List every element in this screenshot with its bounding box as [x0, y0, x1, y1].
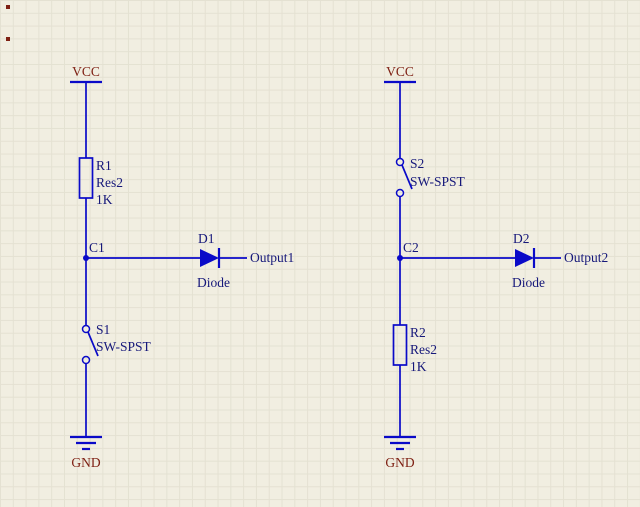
- ground-port-gnd[interactable]: GND: [384, 435, 416, 470]
- diode-d1[interactable]: D1 Diode: [197, 231, 230, 290]
- gnd-label: GND: [385, 455, 414, 470]
- diode-ref: D1: [198, 231, 215, 246]
- power-port-vcc[interactable]: VCC: [384, 64, 416, 84]
- switch-s2[interactable]: S2 SW-SPST: [395, 156, 466, 198]
- resistor-ref: R1: [96, 158, 112, 173]
- switch-blade-icon: [87, 331, 99, 357]
- sheet-marker-icon: [6, 5, 10, 9]
- net-label-output2[interactable]: Output2: [564, 250, 608, 265]
- resistor-r2[interactable]: R2 Res2 1K: [392, 324, 438, 374]
- diode-triangle-icon: [200, 249, 219, 267]
- node-label: C1: [89, 240, 105, 255]
- junction-c2[interactable]: C2: [397, 240, 419, 261]
- power-port-vcc[interactable]: VCC: [70, 64, 102, 84]
- switch-ref: S1: [96, 322, 110, 337]
- switch-part: SW-SPST: [410, 174, 466, 189]
- diode-d2[interactable]: D2 Diode: [512, 231, 545, 290]
- switch-contact-icon: [81, 324, 91, 334]
- vcc-label: VCC: [386, 64, 414, 79]
- node-label: C2: [403, 240, 419, 255]
- ground-port-gnd[interactable]: GND: [70, 435, 102, 470]
- resistor-r1[interactable]: R1 Res2 1K: [78, 157, 124, 207]
- circuit-left: VCC R1 Res2 1K C1 D1 Diode Output1: [70, 64, 294, 470]
- gnd-label: GND: [71, 455, 100, 470]
- switch-blade-icon: [401, 164, 413, 190]
- switch-contact-icon: [395, 157, 405, 167]
- diode-part: Diode: [197, 275, 230, 290]
- net-label-output1[interactable]: Output1: [250, 250, 294, 265]
- circuit-right: VCC S2 SW-SPST C2 D2 Diode Output2: [384, 64, 608, 470]
- resistor-body-icon: [78, 157, 94, 199]
- sheet-marker-icon: [6, 37, 10, 41]
- resistor-body-icon: [392, 324, 408, 366]
- switch-ref: S2: [410, 156, 424, 171]
- diode-ref: D2: [513, 231, 530, 246]
- switch-contact-icon: [81, 355, 91, 365]
- resistor-part: Res2: [410, 342, 437, 357]
- switch-s1[interactable]: S1 SW-SPST: [81, 322, 152, 365]
- switch-part: SW-SPST: [96, 339, 152, 354]
- switch-contact-icon: [395, 188, 405, 198]
- resistor-ref: R2: [410, 325, 426, 340]
- resistor-value: 1K: [410, 359, 427, 374]
- diode-triangle-icon: [515, 249, 534, 267]
- vcc-label: VCC: [72, 64, 100, 79]
- diode-part: Diode: [512, 275, 545, 290]
- resistor-part: Res2: [96, 175, 123, 190]
- resistor-value: 1K: [96, 192, 113, 207]
